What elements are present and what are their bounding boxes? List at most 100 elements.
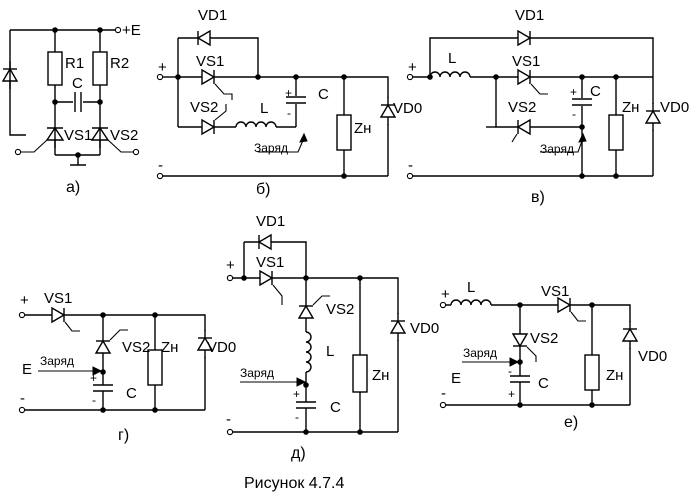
cap-minus-sign: - [92,393,96,407]
vs1-label: VS1 [256,254,284,271]
vd1-label: VD1 [198,7,227,24]
thyristor-vs1 [549,297,579,313]
capacitor-label: C [330,399,341,416]
capacitor-label: C [126,385,137,402]
vd1-label: VD1 [256,213,285,230]
resistor-r2 [92,51,108,86]
diode-vd0 [390,312,406,342]
thyristor-vs1 [251,270,281,286]
minus-sign: - [226,411,231,428]
inductor-label: L [448,50,456,67]
thyristor-vs2 [95,332,111,362]
charge-label: Заряд [254,141,288,155]
load-label: Zн [354,120,371,137]
vd1-label: VD1 [515,7,544,24]
panel-d-circuit [226,234,406,436]
cap-minus-sign: - [508,364,512,378]
vs1-label: VS1 [512,53,540,70]
charge-label: Заряд [463,346,497,360]
load-label: Zн [161,339,178,356]
vs2-label: VS2 [122,339,150,356]
panel-a-label: а) [66,179,80,196]
inductor-l [429,71,471,78]
capacitor-c [92,384,114,392]
thyristor-vs2 [298,297,314,327]
vs2-label: VS2 [530,330,558,347]
minus-sign: - [158,157,163,174]
vs1-label: VS1 [64,127,92,144]
vd0-label: VD0 [207,339,236,356]
panel-a-circuit [2,26,140,166]
diode-vd1 [250,234,280,250]
capacitor-c [295,401,317,409]
plus-sign: + [408,59,417,76]
vs1-label: VS1 [541,283,569,300]
inductor-l [305,331,312,373]
r1-label: R1 [65,55,84,72]
plus-sign: + [158,59,167,76]
minus-sign: - [408,157,413,174]
thyristor-vs2 [512,325,528,355]
plus-sign: + [441,286,450,303]
vd0-label: VD0 [660,99,689,116]
capacitor-label: C [318,86,329,103]
cap-plus-sign: + [90,371,97,385]
thyristor-vs1 [509,69,539,85]
load-zn [352,354,368,393]
load-zn [608,114,624,151]
load-label: Zн [606,367,623,384]
supply-label: +E [122,22,141,39]
vs1-label: VS1 [196,53,224,70]
cap-plus-sign: + [508,387,515,401]
vs1-label: VS1 [44,290,72,307]
charge-label: Заряд [240,366,274,380]
load-zn [147,349,163,386]
load-label: Zн [372,367,389,384]
capacitor-label: C [538,375,549,392]
panel-e-label: е) [564,414,578,431]
thyristor-vs2 [193,119,223,135]
inductor-label: L [326,343,334,360]
load-zn [336,114,352,151]
terminal [114,26,122,34]
source-e-label: E [22,361,32,378]
panel-g-circuit [18,307,213,414]
cap-minus-sign: - [287,106,291,120]
thyristor-vs1 [43,307,73,323]
diode-vd0 [622,320,638,350]
vs2-label: VS2 [110,127,138,144]
vd0-label: VD0 [410,320,439,337]
load-zn [584,354,600,391]
panel-v-circuit [406,30,661,180]
inductor-label: L [260,100,268,117]
capacitor-c [509,375,531,383]
panel-b-label: б) [256,181,271,198]
figure-caption: Рисунок 4.7.4 [244,475,344,492]
vd0-label: VD0 [638,348,667,365]
thyristor-vs1 [193,69,223,85]
diode-vd1 [189,30,219,46]
capacitor-label: C [72,75,83,92]
panel-v-label: в) [531,189,545,206]
vd0-label: VD0 [393,100,422,117]
vs2-label: VS2 [326,301,354,318]
thyristor-vs2 [509,119,539,135]
source-e-label: E [451,370,461,387]
diode-vd1 [509,30,539,46]
minus-sign: - [20,390,25,407]
inductor-l [235,121,277,128]
minus-sign: - [441,385,446,402]
panel-d-label: д) [291,445,306,462]
load-label: Zн [622,99,639,116]
panel-g-label: г) [118,427,129,444]
capacitor-c [571,98,593,106]
charge-label: Заряд [40,354,74,368]
resistor-r1 [47,51,63,86]
inductor-l [450,299,492,306]
panel-b-circuit [156,30,396,180]
plus-sign: + [226,257,235,274]
r2-label: R2 [110,55,129,72]
plus-sign: + [20,292,29,309]
cap-minus-sign: - [572,107,576,121]
